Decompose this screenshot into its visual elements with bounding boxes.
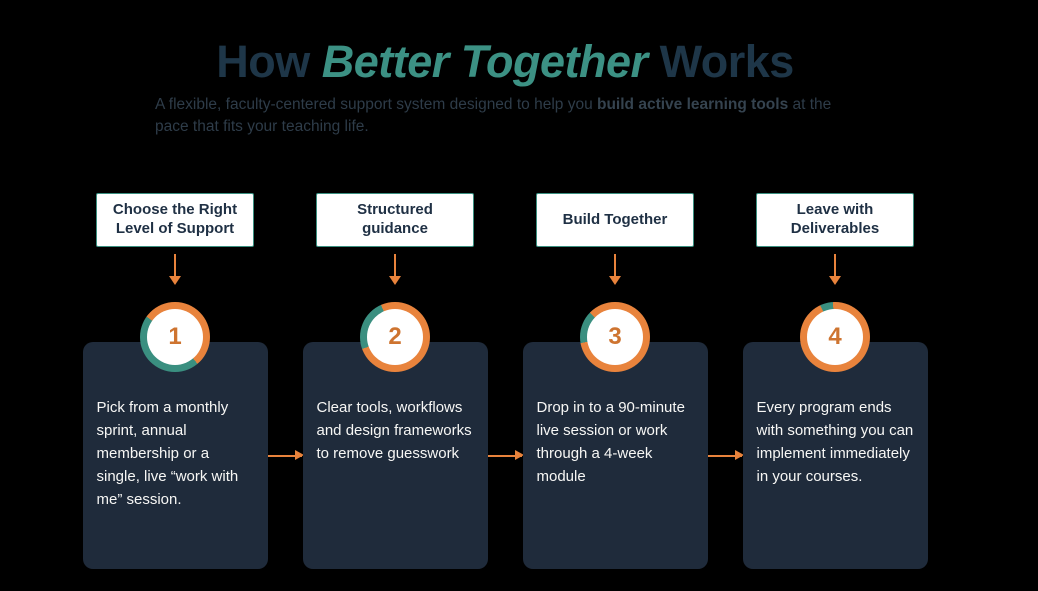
step-card: Drop in to a 90-minute live session or w… <box>522 342 708 569</box>
down-arrow-line <box>173 254 177 276</box>
subtitle-bold: build active learning tools <box>597 96 789 113</box>
connector-arrow-icon <box>708 450 744 460</box>
step-column: Leave with Deliverables 4 Every program … <box>725 193 945 578</box>
page-title: How Better Together Works <box>0 36 1010 88</box>
step-number: 1 <box>168 323 182 350</box>
down-arrow-line <box>833 254 837 276</box>
step-label-box: Leave with Deliverables <box>756 193 914 247</box>
step-description: Clear tools, workflows and design framew… <box>316 399 472 462</box>
step-number: 3 <box>608 323 622 350</box>
connector-arrow-icon <box>268 450 304 460</box>
down-arrow-head <box>609 276 621 285</box>
down-arrow-line <box>613 254 617 276</box>
down-arrow-head <box>389 276 401 285</box>
step-label-box: Structured guidance <box>316 193 474 247</box>
step-column: Structured guidance 2 Clear tools, workf… <box>285 193 505 578</box>
step-number: 2 <box>388 323 402 350</box>
step-number-badge: 3 <box>580 302 650 372</box>
step-description: Pick from a monthly sprint, annual membe… <box>96 399 239 508</box>
down-arrow-head <box>829 276 841 285</box>
step-description: Drop in to a 90-minute live session or w… <box>536 399 685 485</box>
step-label-box: Choose the Right Level of Support <box>96 193 254 247</box>
step-column: Choose the Right Level of Support 1 Pick… <box>65 193 285 578</box>
steps-row: Choose the Right Level of Support 1 Pick… <box>65 193 945 578</box>
down-arrow-icon <box>829 247 841 302</box>
step-number-badge: 2 <box>360 302 430 372</box>
step-card: Clear tools, workflows and design framew… <box>302 342 488 569</box>
down-arrow-icon <box>169 247 181 302</box>
title-highlight: Better Together <box>321 36 648 87</box>
step-column: Build Together 3 Drop in to a 90-minute … <box>505 193 725 578</box>
step-label: Leave with Deliverables <box>790 201 880 237</box>
step-number: 4 <box>828 323 842 350</box>
step-number-badge: 1 <box>140 302 210 372</box>
down-arrow-icon <box>609 247 621 302</box>
step-label: Choose the Right Level of Support <box>112 201 238 237</box>
down-arrow-line <box>393 254 397 276</box>
title-suffix: Works <box>647 36 795 87</box>
step-label-box: Build Together <box>536 193 694 247</box>
subtitle-pre: A flexible, faculty-centered support sys… <box>155 96 597 113</box>
step-description: Every program ends with something you ca… <box>756 399 914 485</box>
down-arrow-head <box>169 276 181 285</box>
step-card: Every program ends with something you ca… <box>742 342 928 569</box>
step-label: Build Together <box>562 210 668 228</box>
step-label: Structured guidance <box>357 201 433 237</box>
down-arrow-icon <box>389 247 401 302</box>
step-card: Pick from a monthly sprint, annual membe… <box>82 342 268 569</box>
title-prefix: How <box>216 36 322 87</box>
subtitle: A flexible, faculty-centered support sys… <box>155 94 860 139</box>
subtitle-post: at the pace that fits your teaching life… <box>155 96 836 136</box>
connector-arrow-icon <box>488 450 524 460</box>
step-number-badge: 4 <box>800 302 870 372</box>
